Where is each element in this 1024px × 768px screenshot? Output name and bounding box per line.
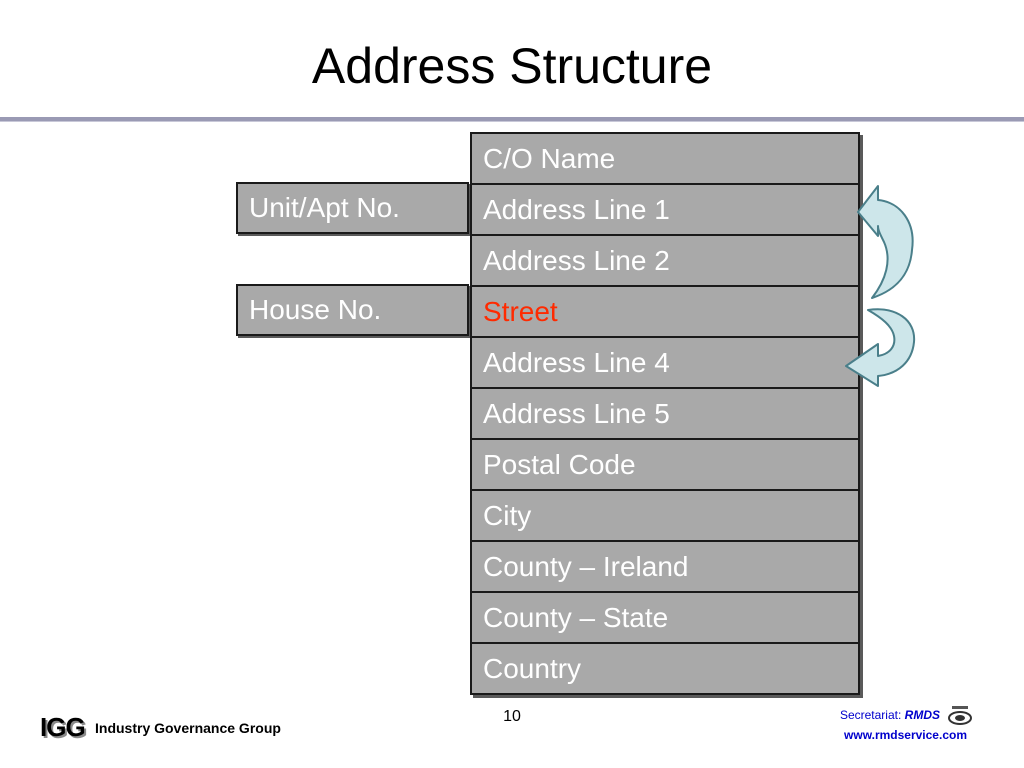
field-co-name: C/O Name: [472, 134, 858, 185]
field-address-line-1: Address Line 1: [472, 185, 858, 236]
page-number: 10: [503, 708, 521, 725]
rmds-logo-icon: [948, 706, 972, 725]
field-county-ireland: County – Ireland: [472, 542, 858, 593]
igg-logo: IGG: [40, 712, 86, 742]
unit-apt-box: Unit/Apt No.: [236, 182, 469, 234]
secretariat-label: Secretariat:: [839, 708, 902, 722]
curved-arrow-down-icon: [845, 308, 916, 387]
house-no-box: House No.: [236, 284, 469, 336]
website-link[interactable]: www.rmdservice.com: [844, 728, 967, 742]
field-address-line-2: Address Line 2: [472, 236, 858, 287]
address-field-stack: C/O Name Address Line 1 Address Line 2 S…: [470, 132, 860, 695]
curved-arrows-icon: [845, 185, 916, 387]
field-country: Country: [483, 653, 582, 684]
secretariat-name: RMDS: [904, 708, 940, 722]
secretariat-line: Secretariat: RMDS: [840, 708, 940, 722]
slide-title: Address Structure: [311, 38, 713, 94]
title-divider: [0, 117, 1024, 122]
field-city: City: [472, 491, 858, 542]
field-postal-code: Postal Code: [472, 440, 858, 491]
footer-org-name: Industry Governance Group: [95, 720, 281, 736]
field-county-state: County – State: [472, 593, 858, 644]
field-street: Street: [472, 287, 858, 338]
field-address-line-4: Address Line 4: [472, 338, 858, 389]
field-address-line-5: Address Line 5: [472, 389, 858, 440]
curved-arrow-up-icon: [857, 185, 914, 299]
